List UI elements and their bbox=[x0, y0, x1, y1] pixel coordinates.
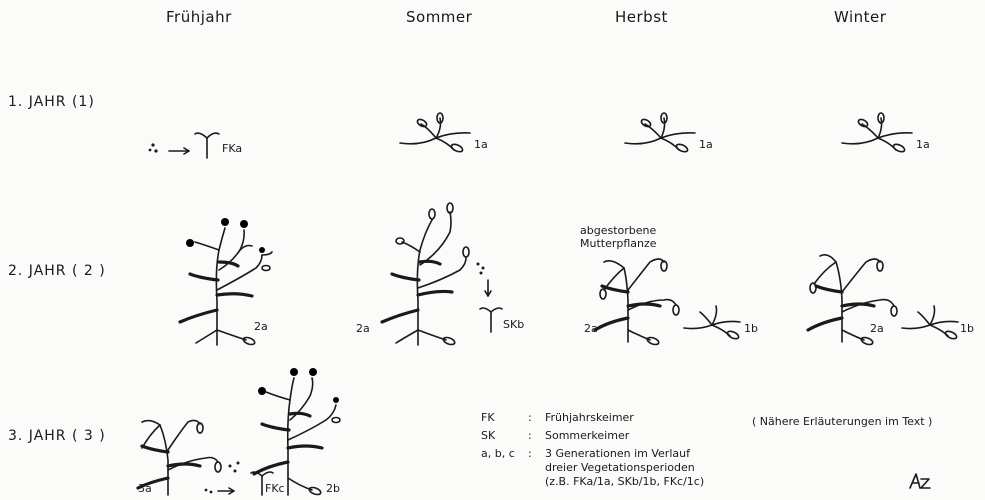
rosette-1b-winter bbox=[902, 306, 958, 340]
label-2a-sommer: 2a bbox=[356, 322, 370, 335]
label-1a-winter: 1a bbox=[916, 138, 930, 151]
legend-sep-fk: : bbox=[528, 411, 532, 424]
seedling-fka bbox=[195, 133, 219, 158]
legend-text-sk: Sommerkeimer bbox=[545, 429, 629, 442]
seedling-skb bbox=[480, 308, 502, 332]
rosette-1a-herbst bbox=[625, 113, 695, 153]
seeds-icon bbox=[149, 143, 158, 152]
label-1a-herbst: 1a bbox=[699, 138, 713, 151]
label-1a-sommer: 1a bbox=[474, 138, 488, 151]
signature: AZ bbox=[934, 490, 935, 491]
legend-abbr-fk: FK bbox=[481, 411, 495, 424]
legend-sep-abc: : bbox=[528, 447, 532, 460]
label-2b: 2b bbox=[326, 482, 340, 495]
label-fka: FKa bbox=[222, 142, 242, 155]
rosette-1a-winter bbox=[842, 113, 912, 153]
rosette-1b-herbst bbox=[684, 306, 740, 340]
dead-mother-plant-2a-herbst bbox=[595, 259, 679, 346]
legend-text-abc-line2: dreier Vegetationsperioden bbox=[545, 461, 695, 474]
label-skb: SKb bbox=[503, 318, 524, 331]
arrow-icon-year3 bbox=[205, 488, 234, 494]
label-1b-winter: 1b bbox=[960, 322, 974, 335]
label-fkc: FKc bbox=[265, 482, 285, 495]
legend-text-abc-line3: (z.B. FKa/1a, SKb/1b, FKc/1c) bbox=[545, 475, 704, 488]
label-2a-fruehjahr: 2a bbox=[254, 320, 268, 333]
signature-icon bbox=[910, 474, 930, 488]
arrow-icon bbox=[169, 148, 189, 154]
legend-abbr-abc: a, b, c bbox=[481, 447, 515, 460]
legend-sep-sk: : bbox=[528, 429, 532, 442]
note-see-text: ( Nähere Erläuterungen im Text ) bbox=[752, 415, 932, 428]
label-3a: 3a bbox=[138, 482, 152, 495]
label-2a-herbst: 2a bbox=[584, 322, 598, 335]
dead-plant-3a bbox=[138, 420, 240, 495]
legend-abbr-sk: SK bbox=[481, 429, 495, 442]
annotation-dead-mother-plant: abgestorbene Mutterpflanze bbox=[580, 224, 657, 250]
label-2a-winter: 2a bbox=[870, 322, 884, 335]
label-1b-herbst: 1b bbox=[744, 322, 758, 335]
rosette-1a-sommer bbox=[400, 113, 470, 153]
annotation-line-2: Mutterpflanze bbox=[580, 237, 657, 250]
legend-text-abc: 3 Generationen im Verlauf bbox=[545, 447, 690, 460]
fruiting-plant-2a bbox=[382, 203, 491, 346]
legend-text-fk: Frühjahrskeimer bbox=[545, 411, 634, 424]
annotation-line-1: abgestorbene bbox=[580, 224, 657, 237]
flowering-plant-2b bbox=[254, 368, 340, 496]
